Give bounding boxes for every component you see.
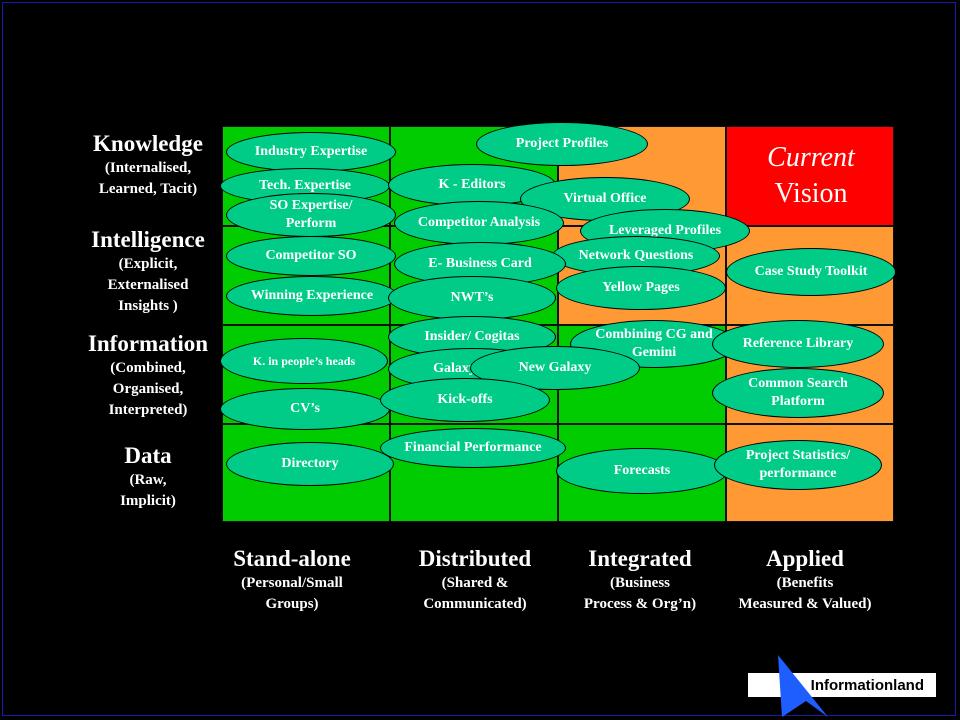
oval-case-study-toolkit: Case Study Toolkit <box>726 248 896 296</box>
oval-competitor-analysis: Competitor Analysis <box>394 201 564 245</box>
oval-new-galaxy: New Galaxy <box>470 346 640 390</box>
col-title-distributed: Distributed <box>418 546 532 571</box>
col-sub-standalone-1: (Personal/Small <box>241 575 343 591</box>
oval-so-expertise: SO Expertise/ Perform <box>226 193 396 237</box>
row-sub-data-2: Implicit) <box>120 493 176 509</box>
oval-directory: Directory <box>226 442 394 486</box>
oval-winning-experience: Winning Experience <box>226 276 398 316</box>
row-sub-information-3: Interpreted) <box>108 402 188 418</box>
current-vision-label: Current Vision <box>728 140 894 212</box>
oval-k-in-peoples-heads: K. in people’s heads <box>220 338 388 384</box>
row-label-knowledge: Knowledge (Internalised, Learned, Tacit) <box>68 130 228 200</box>
row-sub-information-1: (Combined, <box>110 360 186 376</box>
col-sub-applied-1: (Benefits <box>776 575 834 591</box>
col-title-applied: Applied <box>766 546 844 571</box>
logo-arrow-icon <box>778 655 828 717</box>
informationland-logo: Informationland <box>748 673 936 697</box>
row-sub-data-1: (Raw, <box>129 472 167 488</box>
row-title-data: Data <box>124 443 172 468</box>
row-sub-information-2: Organised, <box>112 381 184 397</box>
row-title-knowledge: Knowledge <box>93 131 203 156</box>
col-sub-distributed-1: (Shared & <box>441 575 509 591</box>
row-label-information: Information (Combined, Organised, Interp… <box>68 330 228 421</box>
col-label-distributed: Distributed (Shared & Communicated) <box>385 545 565 615</box>
oval-yellow-pages: Yellow Pages <box>556 266 726 310</box>
col-title-integrated: Integrated <box>588 546 692 571</box>
vision-line2: Vision <box>774 178 848 209</box>
oval-forecasts: Forecasts <box>556 448 728 494</box>
oval-reference-library: Reference Library <box>712 320 884 368</box>
oval-nwts: NWT’s <box>388 276 556 320</box>
row-sub-intelligence-3: Insights ) <box>118 298 178 314</box>
col-sub-applied-2: Measured & Valued) <box>738 596 872 612</box>
logo-text: Informationland <box>810 676 924 694</box>
row-label-data: Data (Raw, Implicit) <box>68 442 228 512</box>
row-sub-knowledge-1: (Internalised, <box>104 160 192 176</box>
col-label-applied: Applied (Benefits Measured & Valued) <box>710 545 900 615</box>
col-title-standalone: Stand-alone <box>233 546 351 571</box>
col-sub-distributed-2: Communicated) <box>423 596 527 612</box>
col-sub-standalone-2: Groups) <box>265 596 319 612</box>
row-sub-intelligence-2: Externalised <box>107 277 189 293</box>
row-title-intelligence: Intelligence <box>91 227 205 252</box>
row-label-intelligence: Intelligence (Explicit, Externalised Ins… <box>68 226 228 317</box>
col-label-standalone: Stand-alone (Personal/Small Groups) <box>202 545 382 615</box>
row-sub-knowledge-2: Learned, Tacit) <box>98 181 198 197</box>
oval-competitor-so: Competitor SO <box>226 236 396 276</box>
oval-project-profiles: Project Profiles <box>476 122 648 166</box>
cell-knowledge-applied <box>726 126 894 226</box>
oval-common-search-platform: Common Search Platform <box>712 368 884 418</box>
col-label-integrated: Integrated (Business Process & Org’n) <box>550 545 730 615</box>
oval-financial-performance: Financial Performance <box>380 428 566 468</box>
oval-cvs: CV’s <box>220 388 390 430</box>
row-title-information: Information <box>87 331 209 356</box>
col-sub-integrated-2: Process & Org’n) <box>583 596 697 612</box>
col-sub-integrated-1: (Business <box>609 575 671 591</box>
row-sub-intelligence-1: (Explicit, <box>118 256 178 272</box>
oval-project-statistics: Project Statistics/ performance <box>714 440 882 490</box>
oval-kick-offs: Kick-offs <box>380 378 550 422</box>
oval-industry-expertise: Industry Expertise <box>226 132 396 172</box>
vision-line1: Current <box>767 142 855 173</box>
